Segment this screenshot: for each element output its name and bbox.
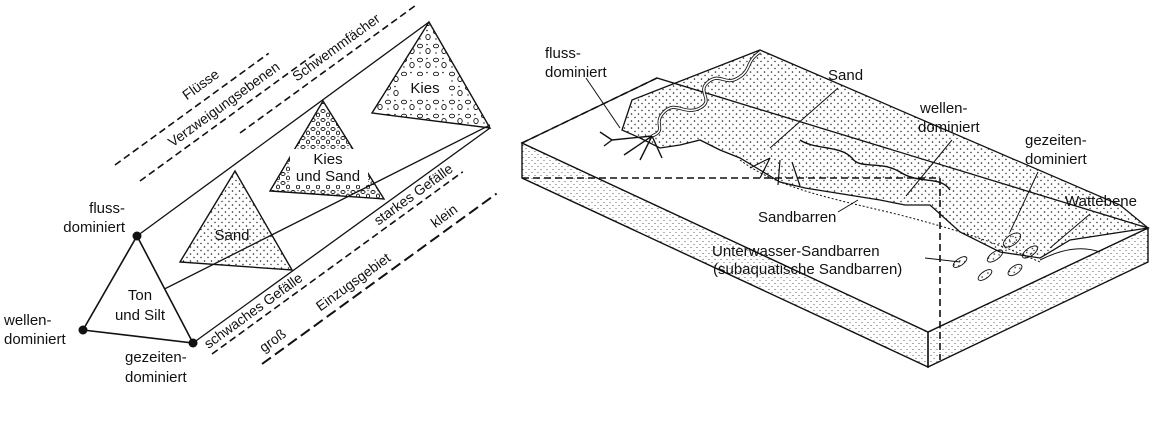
catchment-label: Einzugsgebiet [313,249,394,314]
verzweigung-label: Verzweigungsebenen [165,58,283,150]
wellen-corner-label-line2: dominiert [4,331,67,348]
area-small-label: klein [428,201,461,231]
sand-triangle [178,169,294,271]
sandbar-channels [749,157,801,187]
gezeiten-right-label-line2: dominiert [1025,151,1088,168]
gezeiten-corner-label-line1: gezeiten- [125,349,187,366]
schwemm-dash [239,4,417,134]
area-large-label: groß [256,325,289,355]
fluss-label-line1: fluss- [545,45,581,62]
leader-lines [585,77,1091,263]
back-edge-dash [521,77,658,144]
ton-silt-triangle [81,234,195,344]
kies-sand-label-line1: Kies [313,151,342,168]
fluss-label-line2: dominiert [545,64,608,81]
slope-low-label: schwaches Gefälle [201,269,306,351]
gezeiten-corner-label-line2: dominiert [125,369,188,386]
fluss-corner-label-line2: dominiert [63,219,126,236]
unterwasser-label-line1: Unterwasser-Sandbarren [712,243,880,260]
wellen-corner-dot [78,325,88,335]
kies-sand-label-line2: und Sand [296,168,360,185]
ton-label-line1: Ton [128,287,152,304]
delta-block-diagram: fluss- dominiert Sand wellen- dominiert … [520,45,1150,369]
coastline-band [739,159,1041,263]
wellen-corner-label-line1: wellen- [3,312,52,329]
fluesse-label: Flüsse [179,66,222,103]
wave-channel [799,139,951,191]
fluss-corner-label-line1: fluss- [89,200,125,217]
bird-foot-channels [599,131,663,161]
gezeiten-corner-dot [188,338,198,348]
top-scale: Flüsse [114,52,270,166]
delta-plain [621,49,1150,259]
fluesse-dash [114,52,270,166]
einzugsgebiet-dash [261,192,498,365]
unterwasser-label-line2: (subaquatische Sandbarren) [713,261,902,278]
ton-label-line2: und Silt [115,307,166,324]
schwemm-label: Schwemmfächer [289,10,383,84]
fluss-apex-line [136,21,430,237]
sand-right-label: Sand [828,67,863,84]
kies-label: Kies [410,80,439,97]
kies-sand-label-bg [290,149,368,185]
wattebene-edge [1039,248,1101,261]
wellen-label-line1: wellen- [919,100,968,117]
verzweigung-dash [139,52,317,182]
gezeiten-right-label-line1: gezeiten- [1025,132,1087,149]
sandbarren-label: Sandbarren [758,209,836,226]
main-river-inner [651,51,761,137]
wellen-label-line2: dominiert [918,119,981,136]
kies-label-bg [401,76,449,98]
gezeiten-apex-line [192,127,491,344]
delta-ternary-series: Ton und Silt Sand Kies und Sand Kies flu… [3,4,498,386]
gefaelle-dash [211,171,464,355]
fluss-corner-dot [132,231,142,241]
sand-label: Sand [214,227,249,244]
kies-triangle [370,20,492,129]
wattebene-label: Wattebene [1065,193,1137,210]
